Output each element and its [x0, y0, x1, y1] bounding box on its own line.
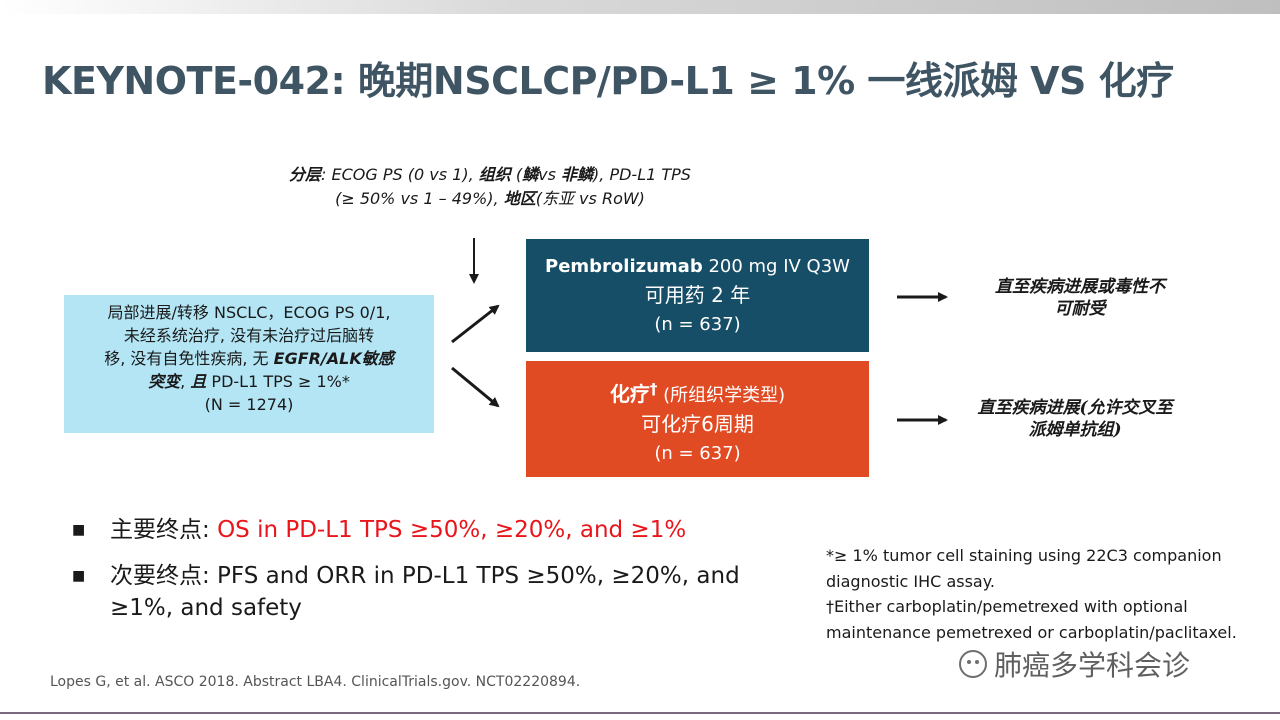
footnotes: *≥ 1% tumor cell staining using 22C3 com…: [826, 546, 1237, 642]
bottom-divider: [0, 712, 1280, 714]
arm2-outcome-text: 直至疾病进展(允许交叉至 派姆单抗组): [977, 398, 1173, 440]
chemotherapy-arm-box: 化疗† (所组织学类型) 可化疗6周期 (n = 637): [526, 361, 869, 477]
pembrolizumab-arm-box: Pembrolizumab 200 mg IV Q3W 可用药 2 年 (n =…: [526, 239, 869, 352]
wechat-logo-icon: [959, 650, 987, 678]
primary-endpoint-item: ■ 主要终点: OS in PD-L1 TPS ≥50%, ≥20%, and …: [72, 514, 792, 546]
strat-label: 分层: [289, 165, 322, 184]
watermark: 肺癌多学科会诊: [958, 644, 1258, 684]
randomize-up-arrow: [451, 304, 500, 344]
arm1-drug: Pembrolizumab: [545, 256, 703, 277]
arm2-name: 化疗: [609, 382, 650, 406]
arm1-outcome-text: 直至疾病进展或毒性不 可耐受: [995, 277, 1165, 319]
stratification-text: 分层: ECOG PS (0 vs 1), 组织 (鳞vs 非鳞), PD-L1…: [289, 165, 691, 208]
secondary-endpoint-item: ■ 次要终点: PFS and ORR in PD-L1 TPS ≥50%, ≥…: [72, 560, 792, 624]
slide-title: KEYNOTE-042: 晚期NSCLCP/PD-L1 ≥ 1% 一线派姆 VS…: [42, 59, 1174, 103]
endpoints-list: ■ 主要终点: OS in PD-L1 TPS ≥50%, ≥20%, and …: [72, 514, 792, 638]
bullet-square-icon: ■: [72, 522, 86, 538]
top-gradient-bar: [0, 0, 1280, 14]
citation-text: Lopes G, et al. ASCO 2018. Abstract LBA4…: [50, 674, 581, 690]
population-box: 局部进展/转移 NSCLC，ECOG PS 0/1, 未经系统治疗, 没有未治疗…: [64, 295, 434, 433]
bullet-square-icon: ■: [72, 568, 86, 584]
randomize-down-arrow: [451, 366, 500, 408]
